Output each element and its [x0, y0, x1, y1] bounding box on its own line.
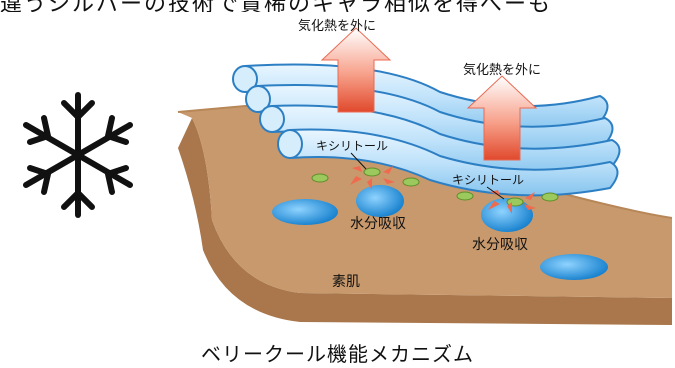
- heat-arrow-right: [466, 75, 538, 161]
- absorb-label-left: 水分吸収: [350, 216, 406, 232]
- snowflake-icon: [23, 92, 133, 218]
- absorption-arrows: [350, 166, 536, 214]
- skin-label: 素肌: [332, 274, 360, 290]
- xylitol-particles: [311, 167, 559, 207]
- skin-slab-side: [178, 118, 672, 325]
- water-droplet: [540, 254, 608, 280]
- water-droplet: [272, 199, 338, 225]
- diagram-caption: ベリークール機能メカニズム: [201, 342, 474, 366]
- xylitol-label-right: キシリトール: [452, 173, 524, 187]
- heat-out-label-right: 気化熱を外に: [463, 62, 541, 78]
- absorb-label-right: 水分吸収: [472, 237, 528, 253]
- heat-out-label-left: 気化熱を外に: [298, 18, 376, 34]
- top-cropped-text: 違うシルバーの技術で貴稀のキャラ相似を得べーも: [0, 0, 675, 12]
- xylitol-label-left: キシリトール: [316, 139, 388, 153]
- heat-arrow-left: [320, 27, 392, 113]
- water-droplet: [356, 185, 404, 217]
